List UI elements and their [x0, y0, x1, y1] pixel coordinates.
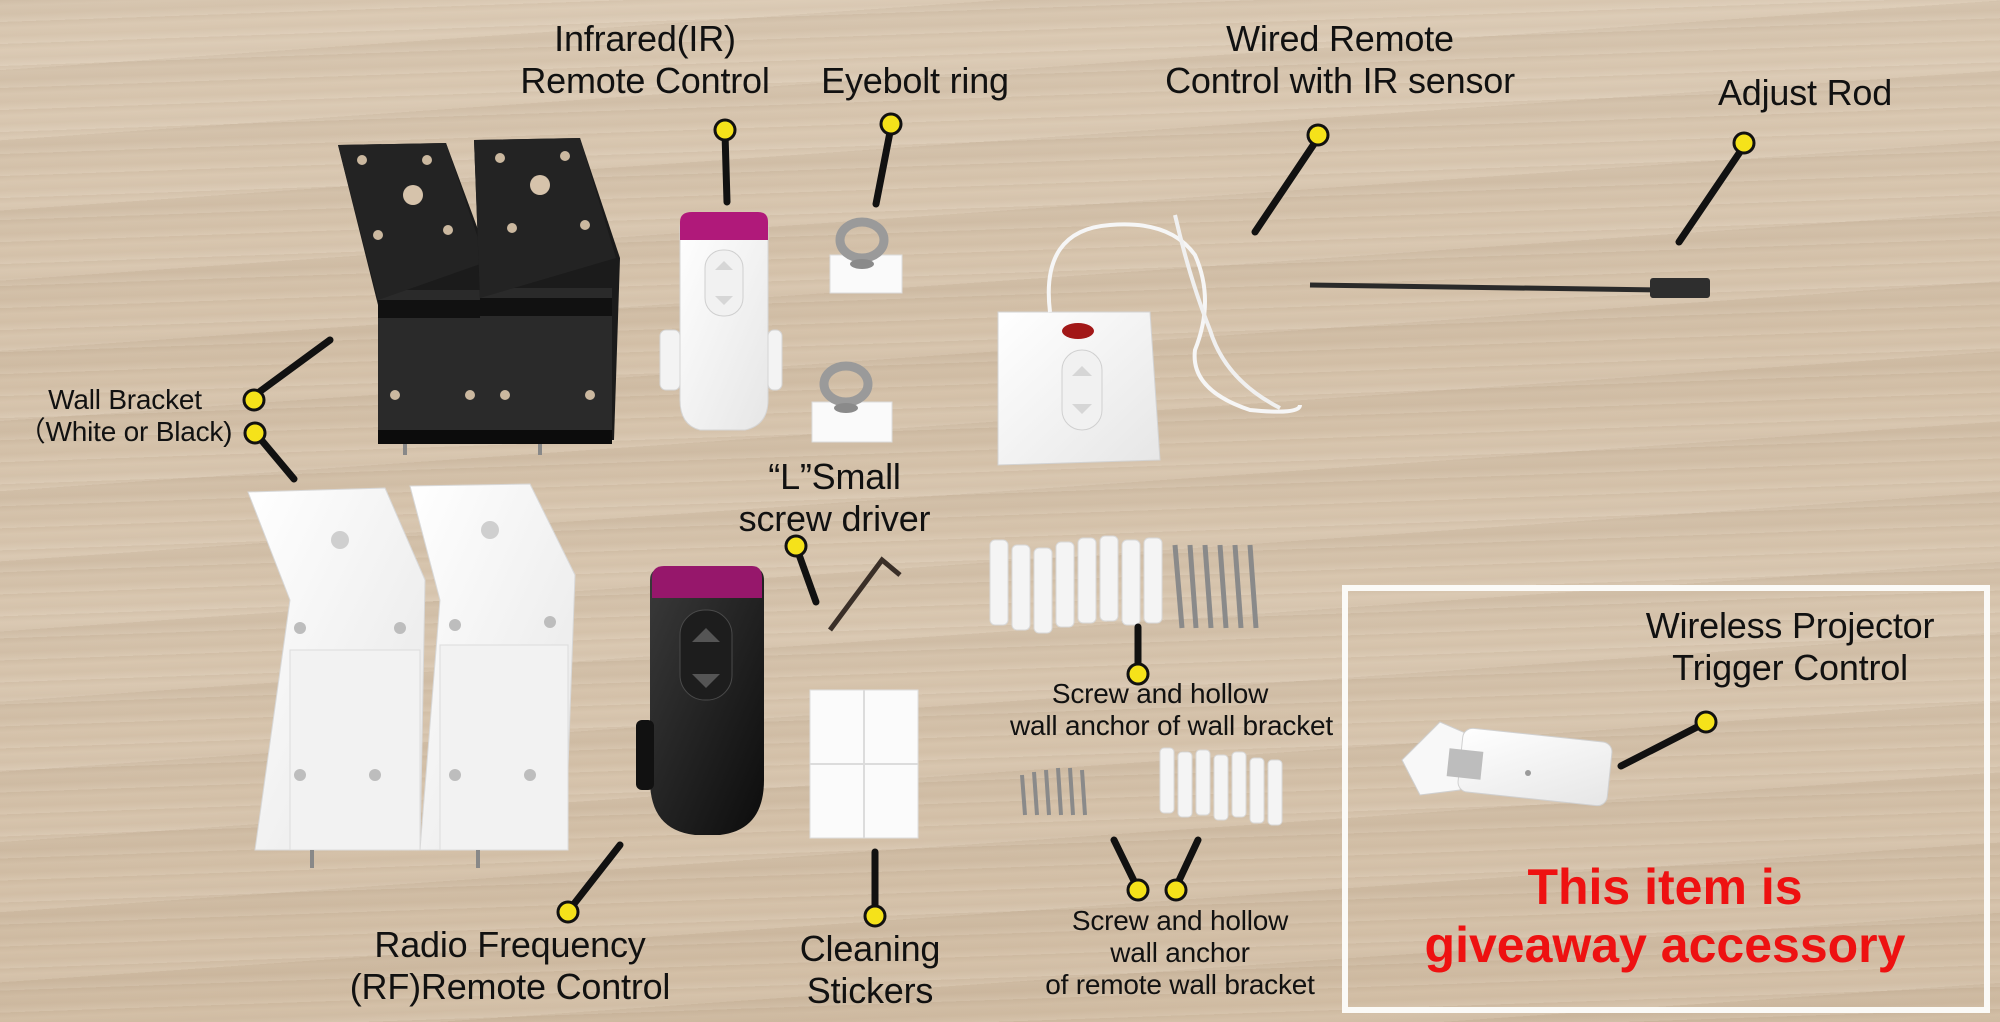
label-screw-anchor-wall-bracket: Screw and hollow wall anchor of wall bra…	[1010, 678, 1333, 741]
white-wall-bracket-left	[247, 487, 426, 868]
adjust-rod	[1309, 278, 1710, 298]
label-eyebolt-ring: Eyebolt ring	[821, 60, 1009, 101]
wireless-projector-trigger	[1401, 721, 1613, 807]
black-wall-bracket-left	[338, 143, 490, 455]
label-rf-remote: Radio Frequency (RF)Remote Control	[349, 924, 671, 1007]
label-wired-remote: Wired Remote Control with IR sensor	[1165, 18, 1515, 101]
marker-dots	[242, 112, 1756, 928]
white-wall-bracket-right	[409, 483, 576, 868]
wall-anchors-and-screws-large	[989, 535, 1259, 634]
l-screwdriver	[827, 556, 902, 632]
label-wireless-trigger: Wireless Projector Trigger Control	[1645, 605, 1935, 688]
label-l-screwdriver: “L”Small screw driver	[738, 456, 931, 539]
eyebolt-ring-top	[829, 217, 903, 294]
label-adjust-rod: Adjust Rod	[1717, 72, 1893, 113]
label-wall-bracket: Wall Bracket （White or Black)	[17, 384, 233, 447]
eyebolt-ring-bottom	[811, 361, 893, 443]
rf-remote-control	[636, 566, 764, 835]
label-screw-anchor-remote-bracket: Screw and hollow wall anchor of remote w…	[1045, 905, 1315, 1000]
giveaway-frame	[1342, 585, 1990, 1013]
cleaning-stickers	[809, 689, 919, 839]
black-wall-bracket-right	[474, 138, 620, 455]
wall-anchors-and-screws-small	[1020, 747, 1283, 826]
label-cleaning-stickers: Cleaning Stickers	[799, 928, 941, 1011]
ir-remote-control	[659, 212, 783, 431]
wired-remote-control	[997, 214, 1302, 466]
giveaway-notice: This item is giveaway accessory	[1424, 859, 1906, 973]
label-ir-remote: Infrared(IR) Remote Control	[520, 18, 770, 101]
